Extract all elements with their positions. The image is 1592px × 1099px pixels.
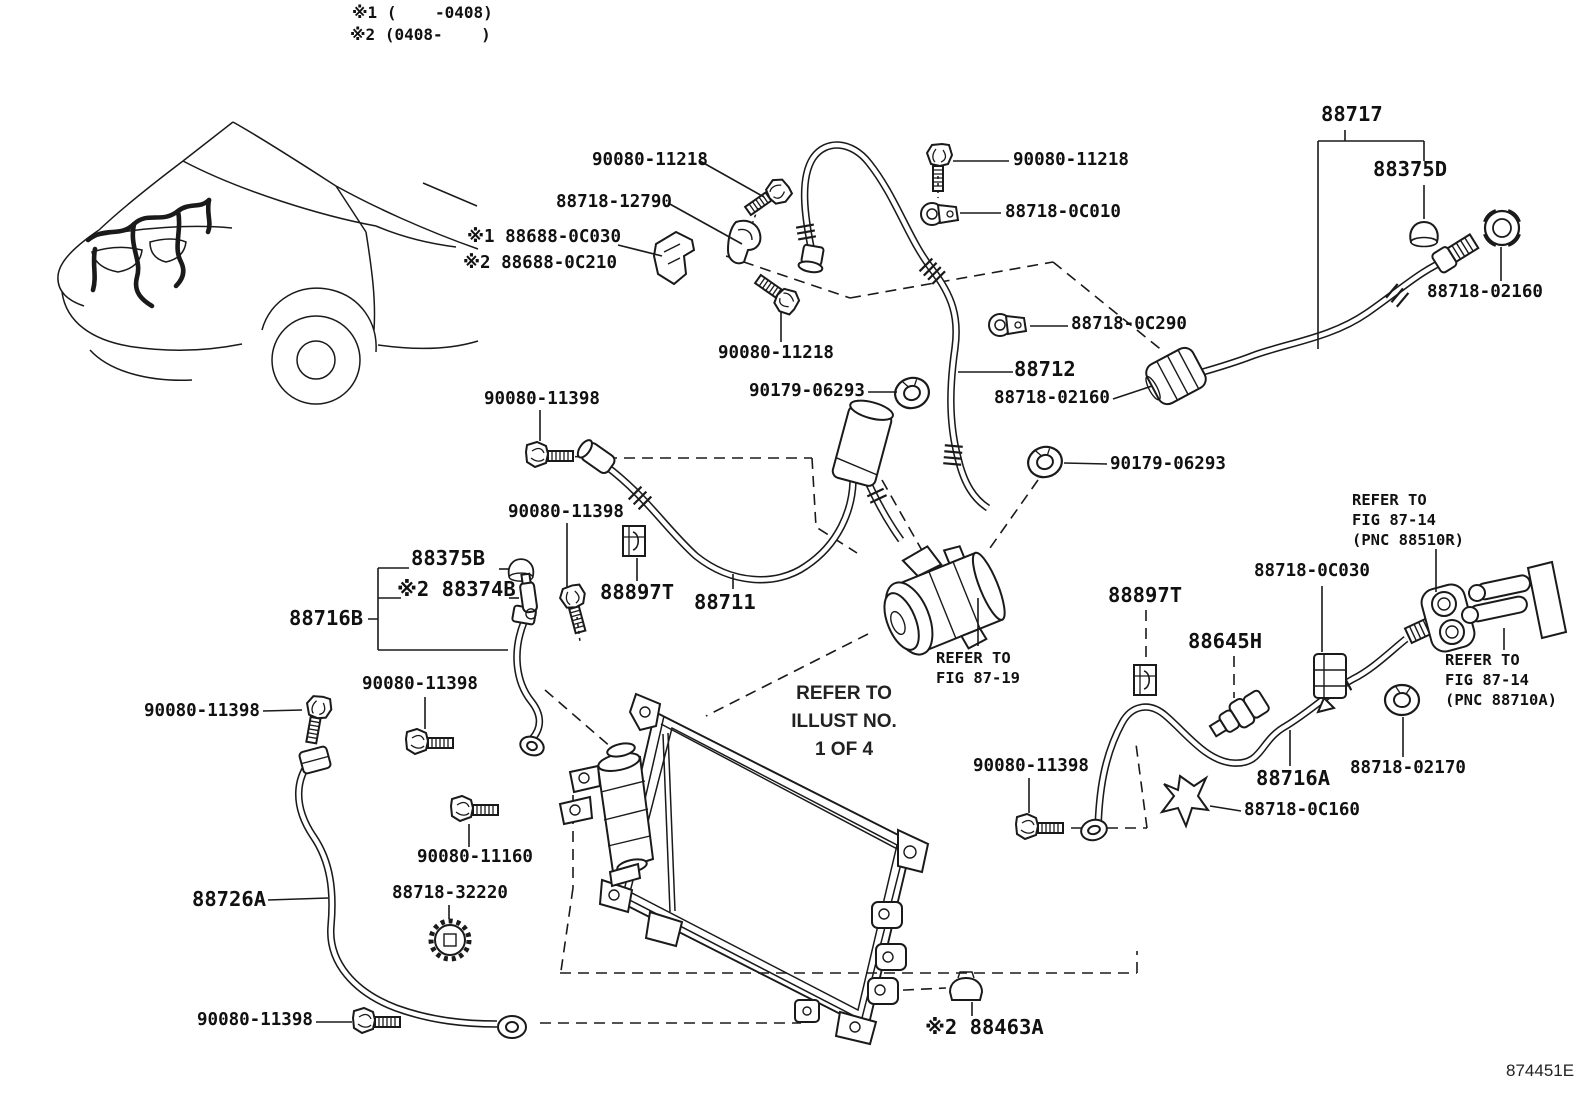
- compressor-sketch: [883, 545, 1006, 656]
- grommet-icon: [890, 373, 934, 413]
- foam-clamp-icon: [1145, 346, 1207, 406]
- reference-fig-87-14-pnc-88510r: REFER TO FIG 87-14 (PNC 88510R): [1352, 491, 1464, 550]
- bolt-icon: [352, 1007, 401, 1034]
- part-label-90080-11398-3: 90080-11398: [362, 674, 478, 694]
- serrated-clamp-icon: [428, 918, 472, 962]
- bolt-icon: [405, 728, 454, 755]
- pressure-switch-icon: [1208, 689, 1270, 738]
- grommet-cup-icon: [1409, 221, 1439, 248]
- bolt-icon: [740, 173, 796, 224]
- pipe-88726a-sketch: [295, 745, 527, 1039]
- drawing-number: 874451E: [1506, 1061, 1575, 1080]
- condenser-sketch: [598, 692, 930, 1046]
- part-label-88716A: 88716A: [1256, 766, 1331, 790]
- hose-clamp-icon: [988, 313, 1027, 337]
- hose-end-fitting: [1431, 233, 1480, 274]
- clip-icon: [622, 525, 646, 557]
- pipe-nut-icon: [1483, 209, 1521, 247]
- twin-tube-fitting-icon: [1461, 560, 1568, 640]
- part-label-90080-11398-1: 90080-11398: [484, 389, 600, 409]
- muffler-sketch: [831, 399, 894, 487]
- part-label-90179-06293-2: 90179-06293: [1110, 454, 1226, 474]
- part-label-88718-02170: 88718-02170: [1350, 758, 1466, 778]
- part-label-88897T-2: 88897T: [1108, 583, 1183, 607]
- bolt-icon: [450, 795, 499, 822]
- part-label-88718-32220: 88718-32220: [392, 883, 508, 903]
- leader-lines: [262, 130, 1505, 1023]
- discharge-hose-88711-sketch: [576, 399, 905, 584]
- wing-clamp-icon: [1159, 774, 1211, 829]
- clip-icon: [1133, 664, 1157, 696]
- bolt-icon: [556, 581, 596, 636]
- grommet-icon: [1023, 442, 1067, 482]
- part-label-88712: 88712: [1014, 357, 1076, 381]
- engine-harness-sketch: [85, 197, 212, 309]
- suction-hose-88712-sketch: [795, 141, 991, 512]
- fasteners-and-clamps: [299, 143, 1568, 1034]
- bolt-icon: [299, 693, 335, 746]
- service-valve-icon: [519, 572, 538, 620]
- hose-88717-sketch: [1172, 233, 1480, 385]
- part-label-88897T-1: 88897T: [600, 580, 675, 604]
- part-label-88726A: 88726A: [192, 887, 267, 911]
- part-label-88716B: 88716B: [289, 606, 364, 630]
- receiver-drier-sketch: [558, 742, 655, 888]
- tube-clamp-icon: [1313, 653, 1347, 714]
- half-clamp-icon: [726, 219, 762, 265]
- part-label-88711: 88711: [694, 590, 756, 614]
- reference-illust-no-1-of-4: REFER TO ILLUST NO. 1 OF 4: [791, 683, 897, 761]
- reference-fig-87-14-pnc-88710a: REFER TO FIG 87-14 (PNC 88710A): [1445, 651, 1557, 710]
- hose-clamp-icon: [920, 202, 959, 226]
- part-label-90080-11398-4: 90080-11398: [144, 701, 260, 721]
- grommet-icon: [1383, 683, 1421, 717]
- part-label-88718-12790: 88718-12790: [556, 192, 672, 212]
- part-label-88718-0C030: 88718-0C030: [1254, 561, 1370, 581]
- part-label-88718-02160-1: 88718-02160: [1427, 282, 1543, 302]
- part-label-90080-11398-5: 90080-11398: [973, 756, 1089, 776]
- part-label-88374B: ※2 88374B: [397, 577, 516, 601]
- part-label-90080-11398-2: 90080-11398: [508, 502, 624, 522]
- part-label-90080-11218-3: 90080-11218: [718, 343, 834, 363]
- truck-front-sketch: [57, 121, 479, 405]
- note-variant-1: ※1 ( -0408): [352, 3, 493, 22]
- part-label-90080-11218-1: 90080-11218: [592, 150, 708, 170]
- part-label-88645H: 88645H: [1188, 629, 1263, 653]
- part-label-88375B: 88375B: [411, 546, 486, 570]
- part-label-88718-0C160: 88718-0C160: [1244, 800, 1360, 820]
- part-label-88717: 88717: [1321, 102, 1383, 126]
- part-label-88375D: 88375D: [1373, 157, 1448, 181]
- part-label-88718-0C290: 88718-0C290: [1071, 314, 1187, 334]
- part-label-90080-11398-6: 90080-11398: [197, 1010, 313, 1030]
- part-label-88688-0C210: ※2 88688-0C210: [463, 253, 617, 273]
- bolt-icon: [748, 269, 804, 319]
- part-label-88688-0C030: ※1 88688-0C030: [467, 227, 621, 247]
- part-label-90179-06293-1: 90179-06293: [749, 381, 865, 401]
- part-label-88463A: ※2 88463A: [925, 1015, 1044, 1039]
- bolt-icon: [926, 143, 953, 192]
- part-label-90080-11218-2: 90080-11218: [1013, 150, 1129, 170]
- pipe-cap-icon: [948, 971, 984, 1001]
- bolt-icon: [1015, 813, 1064, 840]
- bolt-icon: [525, 441, 574, 468]
- part-label-88718-0C010: 88718-0C010: [1005, 202, 1121, 222]
- pipe-88716b-sketch: [511, 604, 545, 757]
- reference-fig-87-19: REFER TO FIG 87-19: [936, 649, 1020, 688]
- part-label-90080-11160: 90080-11160: [417, 847, 533, 867]
- bracket-icon: [652, 230, 696, 286]
- part-label-88718-02160-2: 88718-02160: [994, 388, 1110, 408]
- note-variant-2: ※2 (0408- ): [350, 25, 491, 44]
